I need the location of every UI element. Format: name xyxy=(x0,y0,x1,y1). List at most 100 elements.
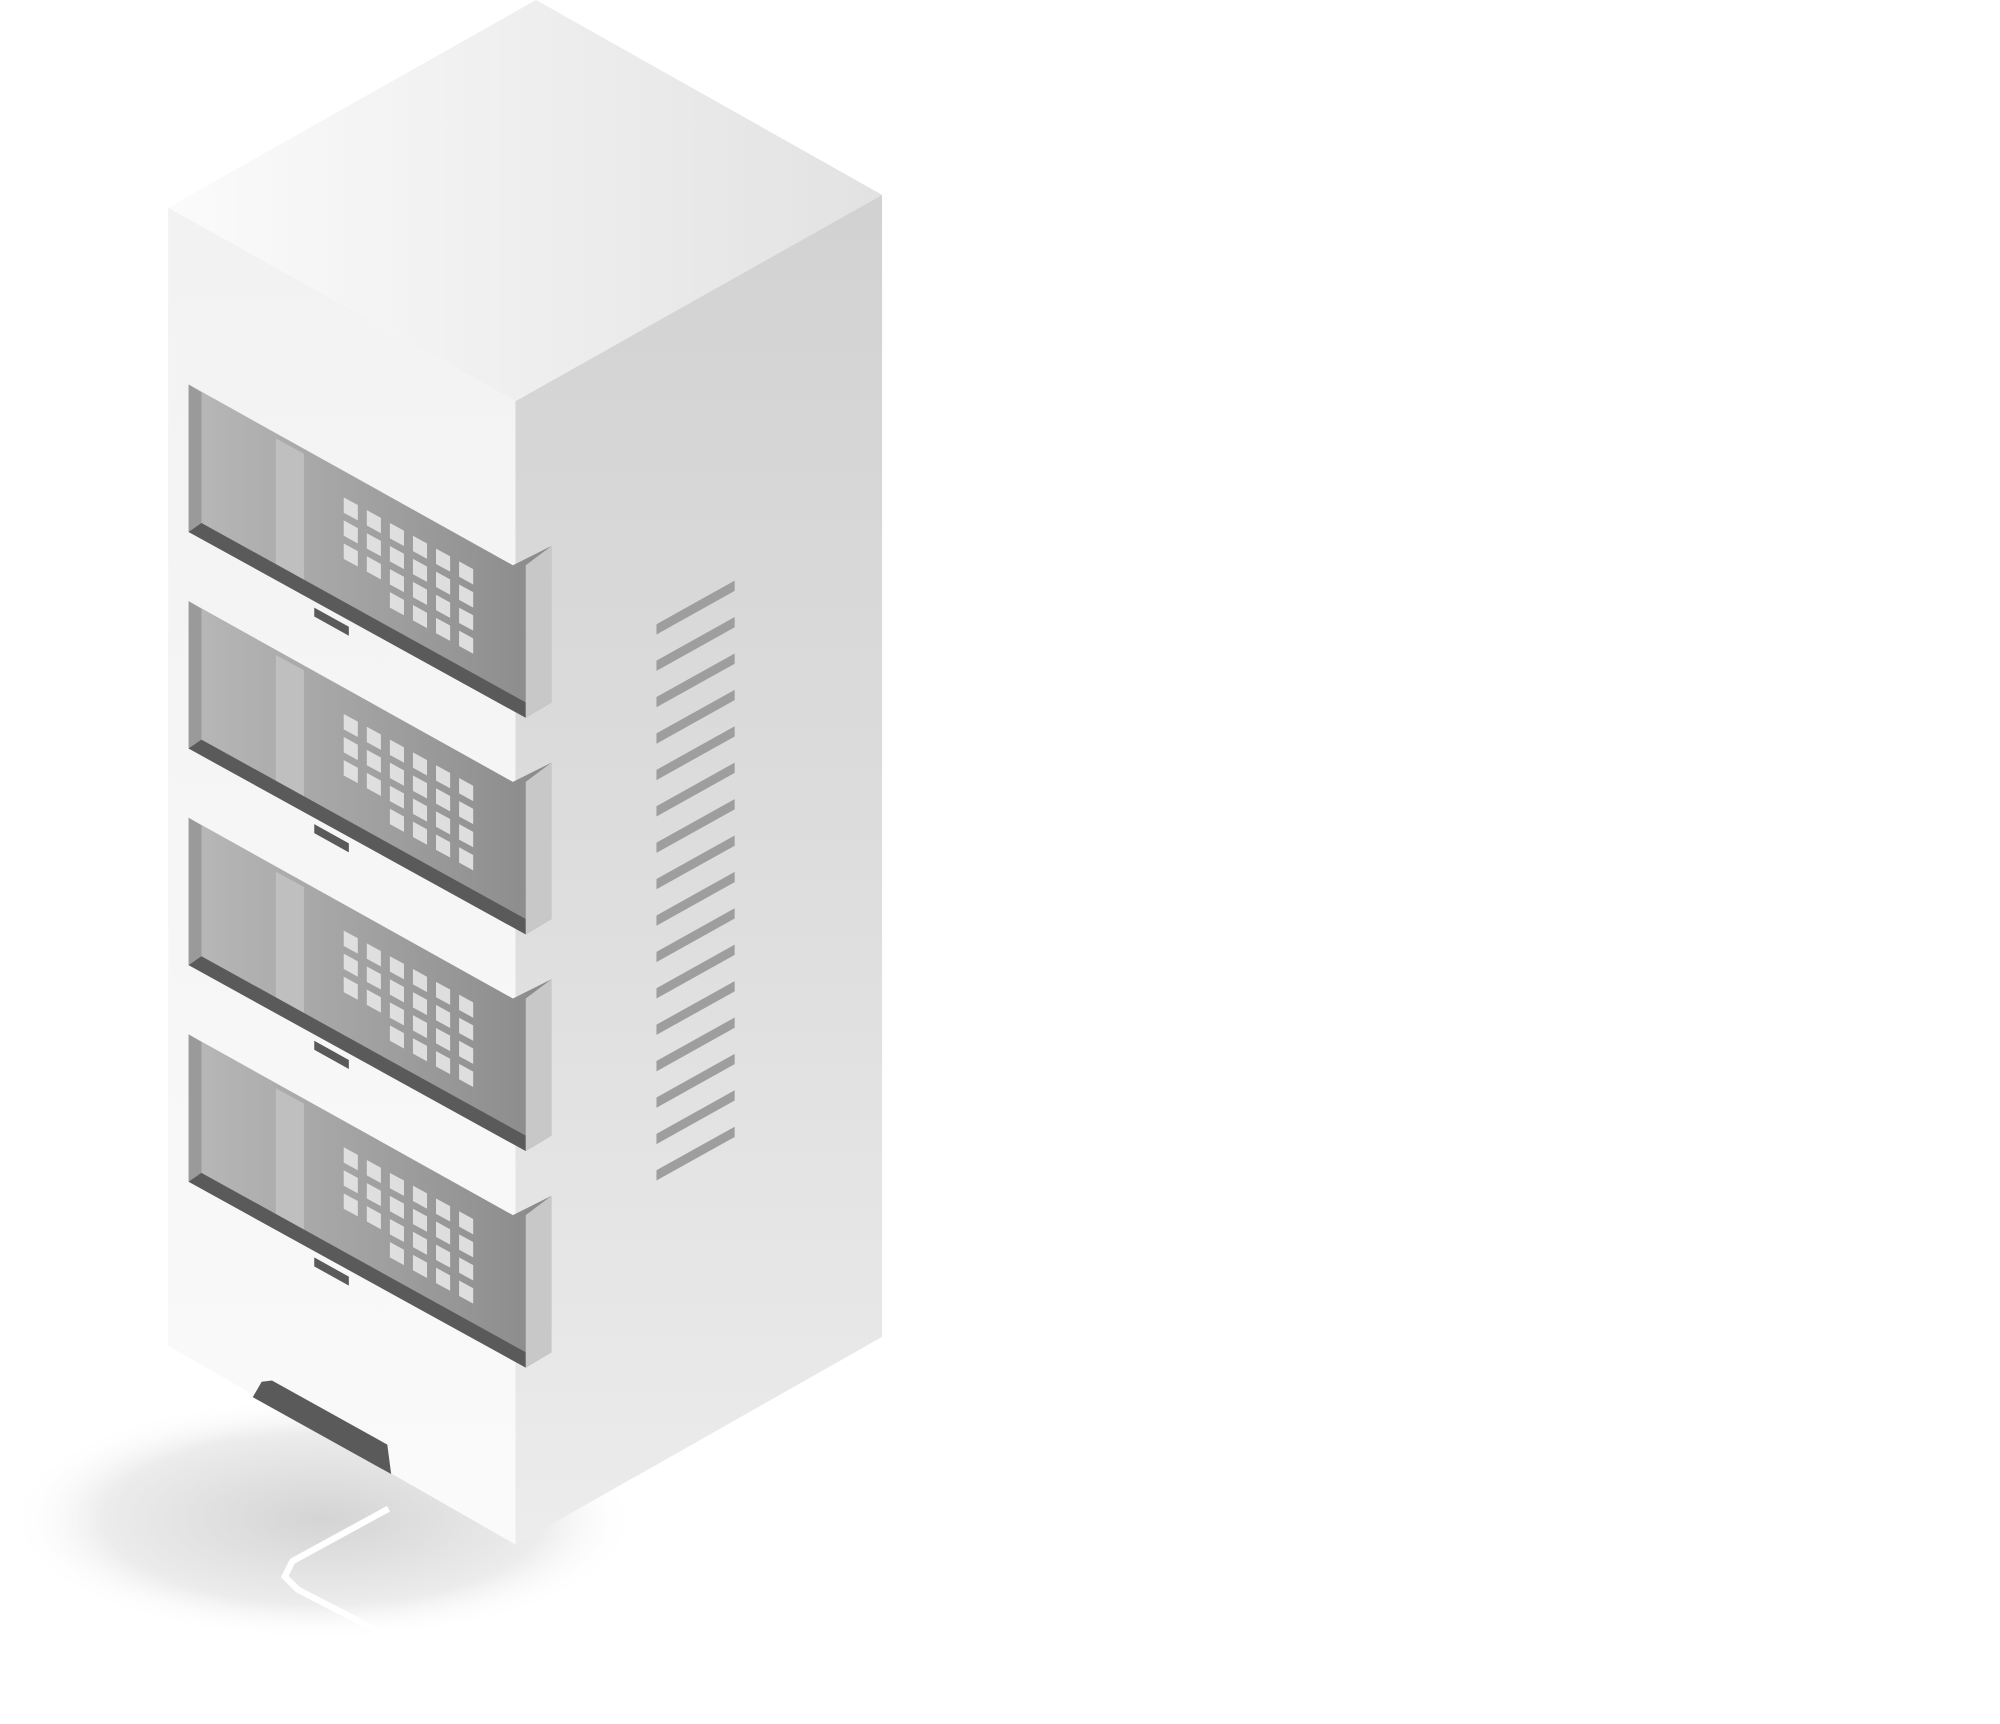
vent-slot xyxy=(656,689,735,744)
drawer-indicator-light xyxy=(412,1231,428,1255)
drawer-front-edge xyxy=(525,762,552,935)
drawer-indicator-light xyxy=(343,543,358,567)
drawer-indicator-light xyxy=(366,510,381,534)
drawer-indicator-light xyxy=(389,762,404,786)
drawer xyxy=(188,817,552,1152)
drawer-front-edge xyxy=(525,546,552,718)
drawer-indicator-light xyxy=(412,1254,428,1278)
drawer-indicator-light xyxy=(436,594,451,618)
drawer-indicator-light xyxy=(459,1211,474,1235)
drawer-indicator-light xyxy=(343,953,358,977)
drawer-left-edge xyxy=(188,817,202,972)
vent-slot xyxy=(656,653,735,708)
drawer-indicator-light xyxy=(366,943,381,967)
rack-right-face xyxy=(515,194,883,1545)
drawer-indicator-light xyxy=(343,930,358,954)
drawer-indicator-light xyxy=(366,533,381,557)
drawer-bottom-edge xyxy=(188,1172,526,1368)
vent-slot xyxy=(656,871,735,926)
vent-slot xyxy=(656,1126,735,1181)
drawer-indicator-light xyxy=(412,1208,428,1232)
drawer-indicator-light xyxy=(366,726,381,750)
drawer-indicator-light xyxy=(436,1198,451,1222)
drawer-indicator-light xyxy=(436,1267,451,1291)
drawer-indicator-light xyxy=(412,992,428,1016)
drawer-indicator-light xyxy=(459,994,474,1018)
drawer-indicator-light xyxy=(366,989,381,1013)
drawer-indicator-light xyxy=(343,760,358,784)
drawer-indicator-light xyxy=(343,976,358,1000)
drawer-indicator-light xyxy=(343,1193,358,1217)
drawer-divider xyxy=(275,654,304,804)
drawer-left-edge xyxy=(188,384,202,539)
drawer-bottom-edge xyxy=(188,739,526,935)
drawer-indicator-light xyxy=(366,1206,381,1230)
vent-slot xyxy=(656,1090,735,1145)
drawer-indicator-light xyxy=(366,556,381,580)
drawer-indicator-light xyxy=(366,772,381,796)
drawer-indicator-light xyxy=(459,778,474,802)
drawer-indicator-light xyxy=(389,739,404,763)
drawer-indicator-light xyxy=(389,1218,404,1243)
drawer-left-edge xyxy=(188,601,202,755)
power-cable xyxy=(280,1505,393,1641)
drawer-indicator-light xyxy=(436,811,451,835)
vent-slot xyxy=(656,580,735,635)
drawer-indicator-light xyxy=(459,1234,474,1258)
drawer-bottom-edge xyxy=(188,956,526,1152)
drawer-indicator-light xyxy=(412,605,428,629)
drawer-left-edge xyxy=(188,1034,202,1189)
drawer-indicator-light xyxy=(436,834,451,858)
vent-group xyxy=(656,580,735,1181)
drawer-indicator-light xyxy=(436,981,451,1005)
drawer-divider xyxy=(275,438,304,588)
drawer-indicator-light xyxy=(436,1027,451,1052)
drawer-group xyxy=(188,384,552,1368)
vent-slot xyxy=(656,835,735,890)
drawer-front-edge xyxy=(525,1195,552,1368)
drawer-indicator-light xyxy=(366,1183,381,1207)
vent-slot xyxy=(656,762,735,817)
drawer-indicator-light xyxy=(389,546,404,570)
drawer-indicator-light xyxy=(412,1185,428,1209)
drawer-indicator-light xyxy=(343,1147,358,1171)
drawer-front-edge xyxy=(525,979,552,1152)
drawer-indicator-light xyxy=(436,617,451,641)
drawer-indicator-light xyxy=(459,801,474,825)
drawer-divider xyxy=(275,1088,304,1237)
drawer-indicator-light xyxy=(436,765,451,789)
vent-slot xyxy=(656,1017,735,1072)
drawer-indicator-light xyxy=(389,808,404,832)
drawer-indicator-light xyxy=(459,630,474,654)
drawer-indicator-light xyxy=(366,749,381,773)
drawer-handle xyxy=(314,1257,349,1286)
drawer-indicator-light xyxy=(389,956,404,980)
drawer-indicator-light xyxy=(389,1002,404,1026)
drawer xyxy=(188,384,552,718)
drawer-indicator-light xyxy=(459,1063,474,1087)
drawer-indicator-light xyxy=(436,571,451,595)
drawer-handle xyxy=(314,824,349,853)
vent-slot xyxy=(656,617,735,671)
drawer-indicator-light xyxy=(389,1025,404,1049)
drawer-indicator-light xyxy=(343,1170,358,1194)
vent-slot xyxy=(656,726,735,781)
drawer-indicator-light xyxy=(459,824,474,848)
drawer-indicator-light xyxy=(459,607,474,631)
drawer-indicator-light xyxy=(412,821,428,845)
drawer-indicator-light xyxy=(436,1244,451,1268)
drawer-indicator-light xyxy=(343,713,358,738)
drawer-handle xyxy=(314,1040,349,1070)
vent-slot xyxy=(656,1053,735,1108)
drawer-indicator-light xyxy=(366,1160,381,1184)
rack-top-face xyxy=(168,0,883,402)
drawer-indicator-light xyxy=(436,1004,451,1028)
drawer-indicator-light xyxy=(412,1015,428,1039)
vent-slot xyxy=(656,981,735,1035)
drawer-bottom-edge xyxy=(188,522,526,718)
drawer-indicator-light xyxy=(459,561,474,585)
vent-slot xyxy=(656,799,735,853)
drawer-indicator-light xyxy=(436,788,451,812)
vent-slot xyxy=(656,908,735,963)
